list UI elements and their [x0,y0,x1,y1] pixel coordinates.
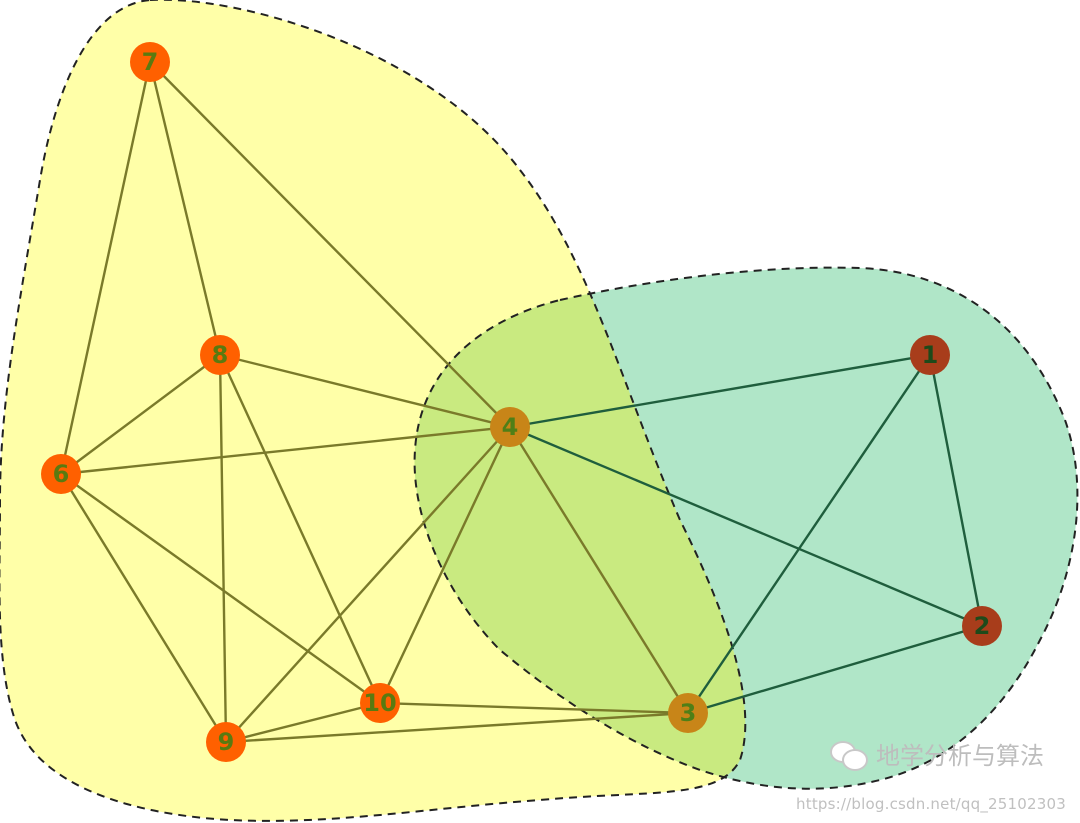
edge-3-2 [686,624,984,715]
edge-8-9 [218,353,228,744]
node-label-1: 1 [922,341,939,369]
node-label-6: 6 [53,460,70,488]
edge-9-3 [224,711,690,744]
wechat-icon [830,739,868,771]
node-label-3: 3 [680,699,697,727]
edge-7-6 [59,60,152,476]
watermark-text: 地学分析与算法 [876,742,1044,770]
node-9: 9 [206,722,246,762]
node-label-10: 10 [363,689,396,717]
edge-8-4 [218,353,512,429]
node-label-2: 2 [974,612,991,640]
node-circle-3 [668,693,708,733]
edge-4-10 [378,425,512,705]
node-circle-8 [200,335,240,375]
wechat-bubble-2 [842,748,868,771]
community-border-teal [413,266,1079,790]
node-label-9: 9 [218,728,235,756]
edge-4-1 [508,353,932,429]
node-circle-10 [360,683,400,723]
edges-layer [59,60,984,744]
community-border-yellow [0,0,747,822]
node-label-4: 4 [502,413,519,441]
edge-4-3 [508,425,690,715]
edge-9-10 [224,701,382,744]
node-3: 3 [668,693,708,733]
edge-6-9 [59,472,228,744]
node-10: 10 [360,683,400,723]
node-7: 7 [130,42,170,82]
edge-3-1 [686,353,932,715]
edge-6-10 [59,472,382,705]
edge-7-4 [148,60,512,429]
edge-8-6 [59,353,222,476]
edge-10-3 [378,701,690,715]
node-circle-2 [962,606,1002,646]
edge-7-8 [148,60,222,357]
node-label-7: 7 [142,48,159,76]
watermark: 地学分析与算法 [830,736,1044,771]
edge-8-10 [218,353,382,705]
node-circle-9 [206,722,246,762]
node-2: 2 [962,606,1002,646]
edge-4-9 [224,425,512,744]
nodes-layer: 1 2 3 4 6 7 8 9 10 [41,42,1002,762]
node-circle-1 [910,335,950,375]
node-1: 1 [910,335,950,375]
node-circle-7 [130,42,170,82]
node-label-8: 8 [212,341,229,369]
node-circle-4 [490,407,530,447]
node-6: 6 [41,454,81,494]
node-circle-6 [41,454,81,494]
community-overlap-region [414,267,746,789]
node-4: 4 [490,407,530,447]
edge-1-2 [928,353,984,628]
edge-4-2 [508,425,984,628]
edge-6-4 [59,425,512,476]
node-8: 8 [200,335,240,375]
watermark-url: https://blog.csdn.net/qq_25102303 [796,795,1066,813]
